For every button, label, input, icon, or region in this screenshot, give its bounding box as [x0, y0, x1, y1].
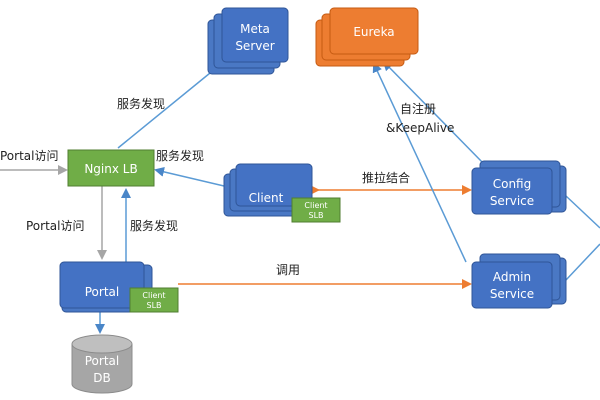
meta-server-label-2: Server	[235, 39, 274, 53]
label-self-register-1: 自注册	[400, 101, 436, 116]
edge-client-to-nginx	[154, 166, 225, 187]
label-client-to-nginx: 服务发现	[156, 148, 204, 163]
label-nginx-to-portal: Portal访问	[26, 219, 84, 233]
portal-badge-line1: Client	[142, 291, 165, 300]
config-service-label-1: Config	[493, 177, 532, 191]
portal-db-label-2: DB	[93, 371, 110, 385]
portal-db-label-1: Portal	[85, 354, 119, 368]
label-portal-access-left: Portal访问	[0, 149, 58, 163]
portal-slb-badge: Client SLB	[129, 287, 179, 313]
node-portal: Portal Client SLB	[59, 261, 179, 313]
node-portal-db: Portal DB	[71, 334, 133, 394]
meta-server-label-1: Meta	[240, 22, 270, 36]
edge-admin-right	[565, 243, 600, 281]
edge-admin-to-eureka	[372, 62, 467, 263]
admin-service-label-1: Admin	[493, 270, 531, 284]
nginx-lb-label: Nginx LB	[84, 162, 137, 176]
edge-config-to-eureka	[382, 60, 485, 165]
client-label: Client	[249, 191, 284, 205]
node-client: Client Client SLB	[223, 163, 341, 223]
label-portal-admin: 调用	[276, 263, 300, 277]
config-service-label-2: Service	[490, 194, 534, 208]
node-eureka: Eureka	[315, 7, 419, 67]
client-slb-badge: Client SLB	[291, 197, 341, 223]
edge-config-right	[565, 195, 600, 229]
label-self-register-2: &KeepAlive	[386, 121, 454, 135]
label-portal-to-nginx: 服务发现	[130, 218, 178, 233]
edge-nginx-to-meta	[117, 58, 228, 149]
node-admin-service: Admin Service	[471, 253, 567, 309]
eureka-label: Eureka	[353, 25, 394, 39]
label-nginx-to-meta: 服务发现	[117, 96, 165, 111]
node-config-service: Config Service	[471, 160, 567, 215]
node-meta-server: Meta Server	[207, 7, 289, 75]
admin-service-label-2: Service	[490, 287, 534, 301]
portal-label: Portal	[85, 285, 119, 299]
client-badge-line2: SLB	[308, 211, 323, 220]
label-client-config: 推拉结合	[362, 170, 410, 185]
client-badge-line1: Client	[304, 201, 327, 210]
node-nginx-lb: Nginx LB	[67, 149, 155, 187]
portal-badge-line2: SLB	[146, 301, 161, 310]
